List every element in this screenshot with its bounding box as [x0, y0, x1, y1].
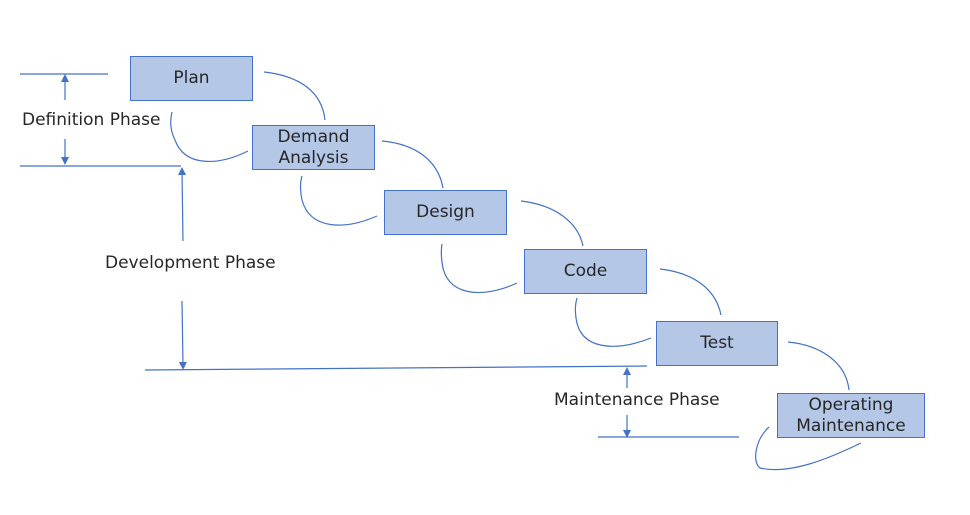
- stage-demand-analysis: Demand Analysis: [252, 125, 375, 170]
- stage-design: Design: [384, 190, 507, 235]
- forward-arc-test-to-maintenance: [787, 341, 850, 391]
- phase-label-development: Development Phase: [105, 253, 276, 273]
- boundary-line-development-maintenance: [144, 365, 648, 371]
- feedback-arc-design-to-analysis: [299, 175, 378, 226]
- forward-arc-code-to-test: [659, 268, 722, 316]
- feedback-arc-maintenance-loop: [755, 426, 862, 471]
- forward-arc-analysis-to-design: [381, 140, 444, 189]
- stage-test: Test: [656, 321, 778, 366]
- forward-arc-design-to-code: [520, 200, 584, 247]
- forward-arc-plan-to-analysis: [263, 71, 326, 121]
- stage-code: Code: [524, 249, 647, 294]
- phase-label-definition: Definition Phase: [22, 110, 161, 130]
- stage-operating-maintenance: Operating Maintenance: [777, 393, 925, 438]
- development-arrow-down: [178, 300, 187, 370]
- feedback-arc-test-to-code: [574, 297, 652, 347]
- development-arrow-up: [178, 167, 187, 242]
- phase-label-maintenance: Maintenance Phase: [554, 390, 720, 410]
- feedback-arc-analysis-to-plan: [170, 111, 249, 162]
- feedback-arc-code-to-design: [440, 243, 518, 294]
- stage-plan: Plan: [130, 56, 253, 101]
